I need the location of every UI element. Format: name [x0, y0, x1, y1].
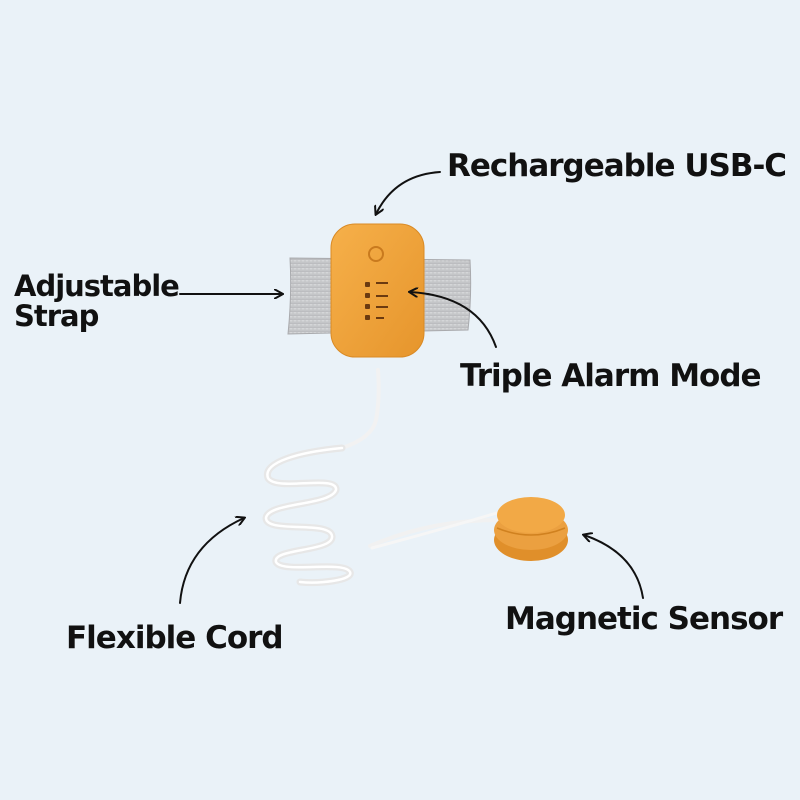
- power-button-icon: [368, 246, 384, 262]
- alarm-unit: [330, 223, 425, 358]
- magnetic-sensor: [494, 497, 568, 561]
- flexible-cord: [262, 368, 502, 586]
- label-rechargeable-usb-c: Rechargeable USB-C: [447, 148, 787, 184]
- label-adjustable-strap-line2: Strap: [14, 299, 99, 334]
- label-adjustable-strap-line1: Adjustable: [14, 269, 180, 303]
- label-adjustable-strap: Adjustable Strap: [14, 269, 180, 334]
- label-triple-alarm-mode: Triple Alarm Mode: [460, 358, 762, 394]
- label-flexible-cord: Flexible Cord: [66, 620, 284, 656]
- label-magnetic-sensor: Magnetic Sensor: [505, 601, 783, 637]
- indicator-lights-icon: [365, 282, 388, 320]
- arrow-icon: [179, 171, 644, 604]
